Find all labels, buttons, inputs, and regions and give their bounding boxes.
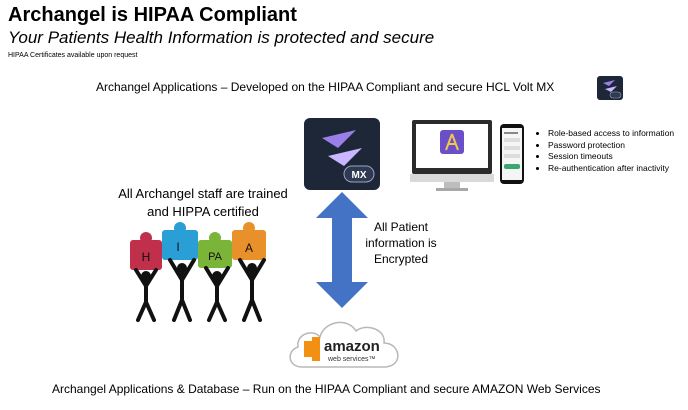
aws-subtext: web services™ xyxy=(327,356,375,363)
puzzle-piece-h: H xyxy=(130,232,162,270)
svg-text:H: H xyxy=(142,250,151,264)
encryption-text: All Patient information is Encrypted xyxy=(365,220,437,266)
puzzle-piece-i: I xyxy=(162,222,198,260)
svg-text:A: A xyxy=(245,241,253,255)
volt-mx-logo-icon: MX xyxy=(304,118,380,190)
volt-mx-logo-small-icon xyxy=(597,76,623,100)
staff-certified-text: All Archangel staff are trained and HIPP… xyxy=(118,186,288,219)
page-title: Archangel is HIPAA Compliant xyxy=(8,4,297,26)
devices-illustration xyxy=(410,120,524,191)
aws-boxes-icon xyxy=(304,337,320,361)
feature-item: Role-based access to information xyxy=(548,128,674,140)
aws-logo-icon: amazon web services™ xyxy=(289,321,399,368)
volt-mx-badge: MX xyxy=(352,170,367,181)
feature-item: Password protection xyxy=(548,140,674,152)
volt-mx-statement: Archangel Applications – Developed on th… xyxy=(96,80,555,94)
aws-wordmark: amazon xyxy=(324,338,380,355)
phone-icon xyxy=(500,124,524,184)
aws-statement: Archangel Applications & Database – Run … xyxy=(52,382,601,396)
svg-text:I: I xyxy=(176,240,179,254)
page-subtitle: Your Patients Health Information is prot… xyxy=(8,28,435,47)
puzzle-piece-pa: PA xyxy=(198,232,232,268)
double-arrow-icon xyxy=(316,192,368,308)
people-figures xyxy=(134,258,266,322)
svg-text:PA: PA xyxy=(208,251,223,263)
hipaa-puzzle-illustration: H I PA A xyxy=(130,222,266,322)
monitor-icon xyxy=(410,120,494,191)
feature-item: Re-authentication after inactivity xyxy=(548,163,674,175)
puzzle-piece-a: A xyxy=(232,222,266,260)
feature-item: Session timeouts xyxy=(548,151,674,163)
security-features-list: Role-based access to information Passwor… xyxy=(536,128,674,174)
certificates-note: HIPAA Certificates available upon reques… xyxy=(8,52,138,59)
